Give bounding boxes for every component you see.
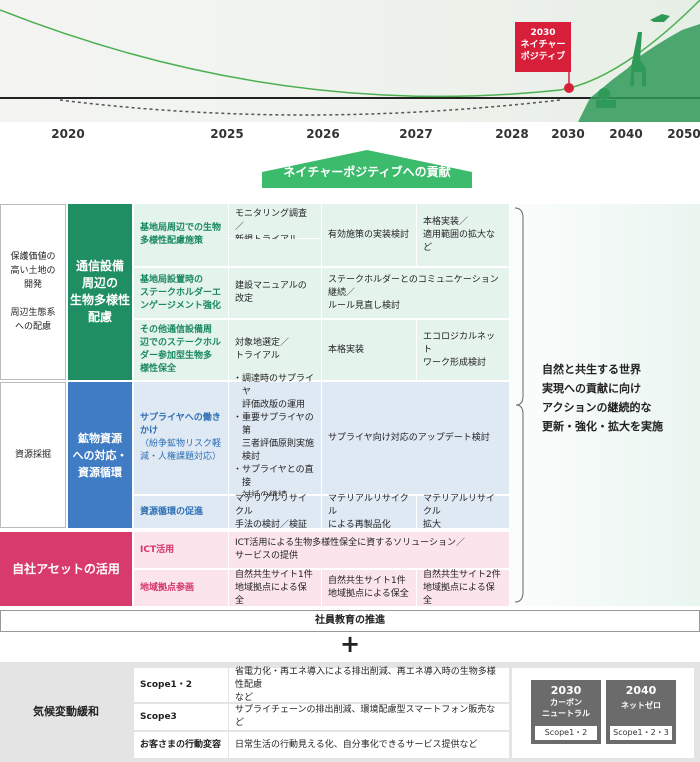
year-label-2025: 2025 (210, 127, 244, 141)
row5-recycling-product: マテリアルリサイクル による再製品化 (322, 494, 416, 530)
category-own-assets: 自社アセットの活用 (0, 532, 132, 606)
row-label-regional: 地域拠点参画 (134, 570, 228, 606)
category-telecom: 通信設備 周辺の 生物多様性 配慮 (68, 204, 132, 380)
climate-scope12: Scope1・2 (134, 668, 228, 702)
climate-label: 気候変動緩和 (33, 705, 99, 718)
row2-communication: ステークホルダーとのコミュニケーション継続／ ルール見直し検討 (322, 268, 509, 318)
row4-supplier-actions: ・調達時のサプライヤ 評価改版の運用 ・重要サプライヤの第 三者評価原則実施 検… (229, 374, 321, 501)
row-label-stakeholder: 基地局設置時の ステークホルダーエ ンゲージメント強化 (134, 268, 228, 318)
climate-behavior-desc: 日常生活の行動見える化、自分事化できるサービス提供など (229, 732, 509, 758)
year-label-2040: 2040 (609, 127, 643, 141)
year-label-2030: 2030 (551, 127, 585, 141)
row7-site-1: 自然共生サイト1件 地域拠点による保全 (229, 570, 321, 606)
row3-site-selection: 対象地選定／ トライアル (229, 320, 321, 380)
climate-scope3: Scope3 (134, 704, 228, 730)
row-label-supplier: サプライヤへの働き かけ （紛争鉱物リスク軽 減・人権課題対応） (134, 382, 228, 494)
climate-scope12-desc: 省電力化・再エネ導入による排出削減、再エネ導入時の生物多様性配慮 など (229, 667, 509, 703)
row-label-participatory: その他通信設備周 辺でのステークホル ダー参加型生物多 様性保全 (134, 320, 228, 380)
summary-text: 自然と共生する世界 実現への貢献に向け アクションの継続的な 更新・強化・拡大を… (542, 363, 663, 433)
category-mineral: 鉱物資源 への対応・ 資源循環 (68, 382, 132, 528)
row7-site-2: 自然共生サイト1件 地域拠点による保全 (322, 570, 416, 606)
summary-brace (514, 207, 524, 603)
row3-ecological-network: エコロジカルネット ワーク形成検討 (417, 320, 509, 380)
row-label-basestation-biodiversity: 基地局周辺での生物 多様性配慮施策 (134, 204, 228, 266)
employee-education-bar: 社員教育の推進 (0, 610, 700, 632)
timeline-band (0, 0, 700, 122)
row-label-ict: ICT活用 (134, 532, 228, 568)
supplier-action-2: ・重要サプライヤの第 三者評価原則実施 検討 (233, 413, 315, 462)
climate-scope3-desc: サプライチェーンの排出削減、環境配慮型スマートフォン販売など (229, 704, 509, 730)
row1-fill (229, 239, 321, 266)
plus-sign: + (340, 630, 361, 658)
year-label-2020: 2020 (51, 127, 85, 141)
side-label-mining: 資源採掘 (0, 382, 66, 528)
summary-panel (510, 204, 700, 606)
badge-net-zero: 2040 ネットゼロ Scope1・2・3 (606, 680, 676, 744)
year-label-2050: 2050 (667, 127, 700, 141)
supplier-sublabel: （紛争鉱物リスク軽 減・人権課題対応） (140, 439, 222, 462)
row2-manual: 建設マニュアルの 改定 (229, 268, 321, 318)
wildlife-silhouettes (578, 14, 700, 122)
climate-behavior: お客さまの行動変容 (134, 732, 228, 758)
row7-site-3: 自然共生サイト2件 地域拠点による保全 (417, 570, 509, 606)
year-label-2026: 2026 (306, 127, 340, 141)
row3-full-implementation: 本格実装 (322, 320, 416, 380)
contribution-title: ネイチャーポジティブへの貢献 (283, 165, 451, 179)
supplier-label: サプライヤへの働き かけ (140, 413, 221, 436)
row5-recycling-study: マテリアルリサイクル 手法の検討／検証 (229, 494, 321, 530)
contribution-arrow (262, 150, 472, 188)
row1-monitoring: モニタリング調査／ 新規トライアル (229, 204, 321, 245)
side-label-land: 保護価値の 高い土地の 開発 周辺生態系 への配慮 (0, 204, 66, 380)
badge-carbon-neutral: 2030 カーボン ニュートラル Scope1・2 (531, 680, 601, 744)
row4-supplier-update: サプライヤ向け対応のアップデート検討 (322, 382, 509, 494)
row6-ict-solution: ICT活用による生物多様性保全に資するソリューション／ サービスの提供 (229, 532, 509, 568)
timeline-graphic (0, 0, 700, 122)
nature-positive-callout: 2030 ネイチャー ポジティブ (515, 22, 571, 72)
year-label-2028: 2028 (495, 127, 529, 141)
row-label-recycling: 資源循環の促進 (134, 496, 228, 528)
row5-recycling-expand: マテリアルリサイクル 拡大 (417, 494, 509, 530)
row1-implementation: 有効施策の実装検討 (322, 204, 416, 266)
supplier-action-1: ・調達時のサプライヤ 評価改版の運用 (233, 374, 315, 410)
year-label-2027: 2027 (399, 127, 433, 141)
row1-full-implementation: 本格実装／ 適用範囲の拡大など (417, 204, 509, 266)
